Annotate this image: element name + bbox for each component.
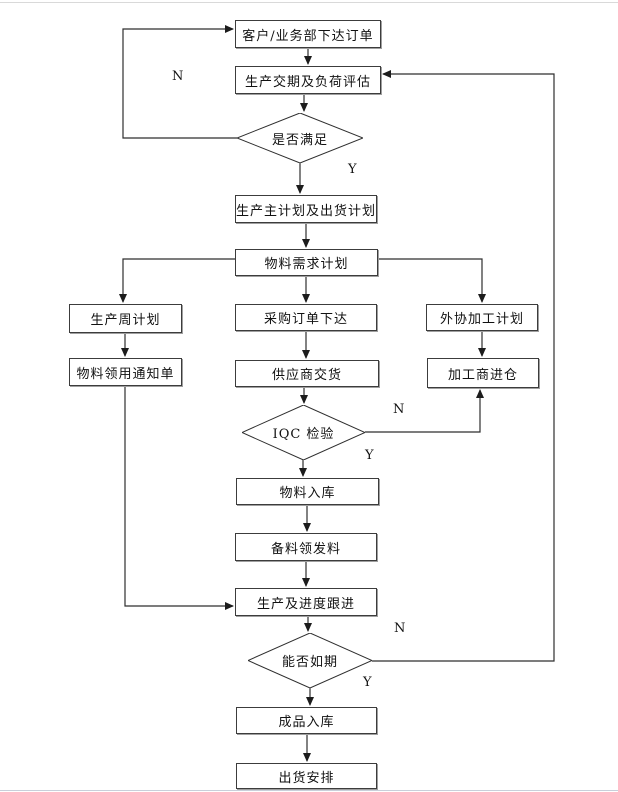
node-label: 成品入库 (278, 715, 335, 730)
node-label: 外协加工计划 (439, 312, 524, 327)
node-label: 是否满足 (271, 132, 328, 148)
branch-label-satisfied-yes: Y (348, 162, 357, 177)
branch-label-schedule-yes: Y (363, 675, 372, 690)
node-weekly-plan: 生产周计划 (69, 304, 182, 333)
node-supplier-delivery: 供应商交货 (235, 360, 379, 387)
page-bottom-rule (0, 790, 618, 791)
diamond-shape (237, 113, 363, 163)
diamond-shape (248, 633, 372, 688)
page-top-rule (0, 2, 618, 3)
branch-label-iqc-no: N (393, 402, 405, 417)
node-master-plan: 生产主计划及出货计划 (235, 195, 377, 223)
node-iqc-decision: IQC 检验 (242, 405, 365, 460)
node-label: IQC 检验 (272, 427, 335, 442)
node-label: 供应商交货 (271, 368, 342, 383)
node-processor-inbound: 加工商进仓 (427, 358, 539, 388)
node-capacity-eval: 生产交期及负荷评估 (235, 66, 381, 94)
node-purchase-order: 采购订单下达 (235, 304, 377, 331)
node-label: 物料领用通知单 (76, 366, 175, 382)
node-label: 物料入库 (279, 486, 336, 501)
node-finished-inbound: 成品入库 (236, 707, 377, 734)
node-customer-order: 客户/业务部下达订单 (235, 20, 381, 48)
node-schedule-decision: 能否如期 (248, 633, 372, 688)
node-material-issue: 备料领发料 (235, 533, 377, 561)
node-outsource-plan: 外协加工计划 (426, 304, 538, 331)
diamond-shape (242, 405, 365, 460)
branch-label-schedule-no: N (394, 621, 406, 636)
node-label: 能否如期 (281, 655, 338, 670)
node-label: 备料领发料 (270, 541, 341, 557)
node-shipment: 出货安排 (236, 763, 377, 789)
node-material-notice: 物料领用通知单 (69, 358, 182, 386)
node-label: 生产及进度跟进 (256, 596, 355, 612)
node-label: 生产主计划及出货计划 (236, 203, 377, 219)
node-material-inbound: 物料入库 (236, 478, 379, 505)
node-label: 采购订单下达 (263, 312, 348, 327)
node-satisfied-decision: 是否满足 (237, 113, 363, 163)
node-label: 客户/业务部下达订单 (242, 28, 374, 44)
node-mrp: 物料需求计划 (235, 249, 378, 276)
branch-label-satisfied-no: N (172, 69, 184, 84)
node-label: 出货安排 (278, 770, 335, 786)
node-production-follow: 生产及进度跟进 (235, 588, 377, 616)
node-label: 生产交期及负荷评估 (244, 74, 371, 90)
node-label: 加工商进仓 (447, 367, 518, 383)
node-label: 生产周计划 (90, 313, 161, 328)
branch-label-iqc-yes: Y (365, 448, 374, 463)
node-label: 物料需求计划 (264, 257, 349, 272)
